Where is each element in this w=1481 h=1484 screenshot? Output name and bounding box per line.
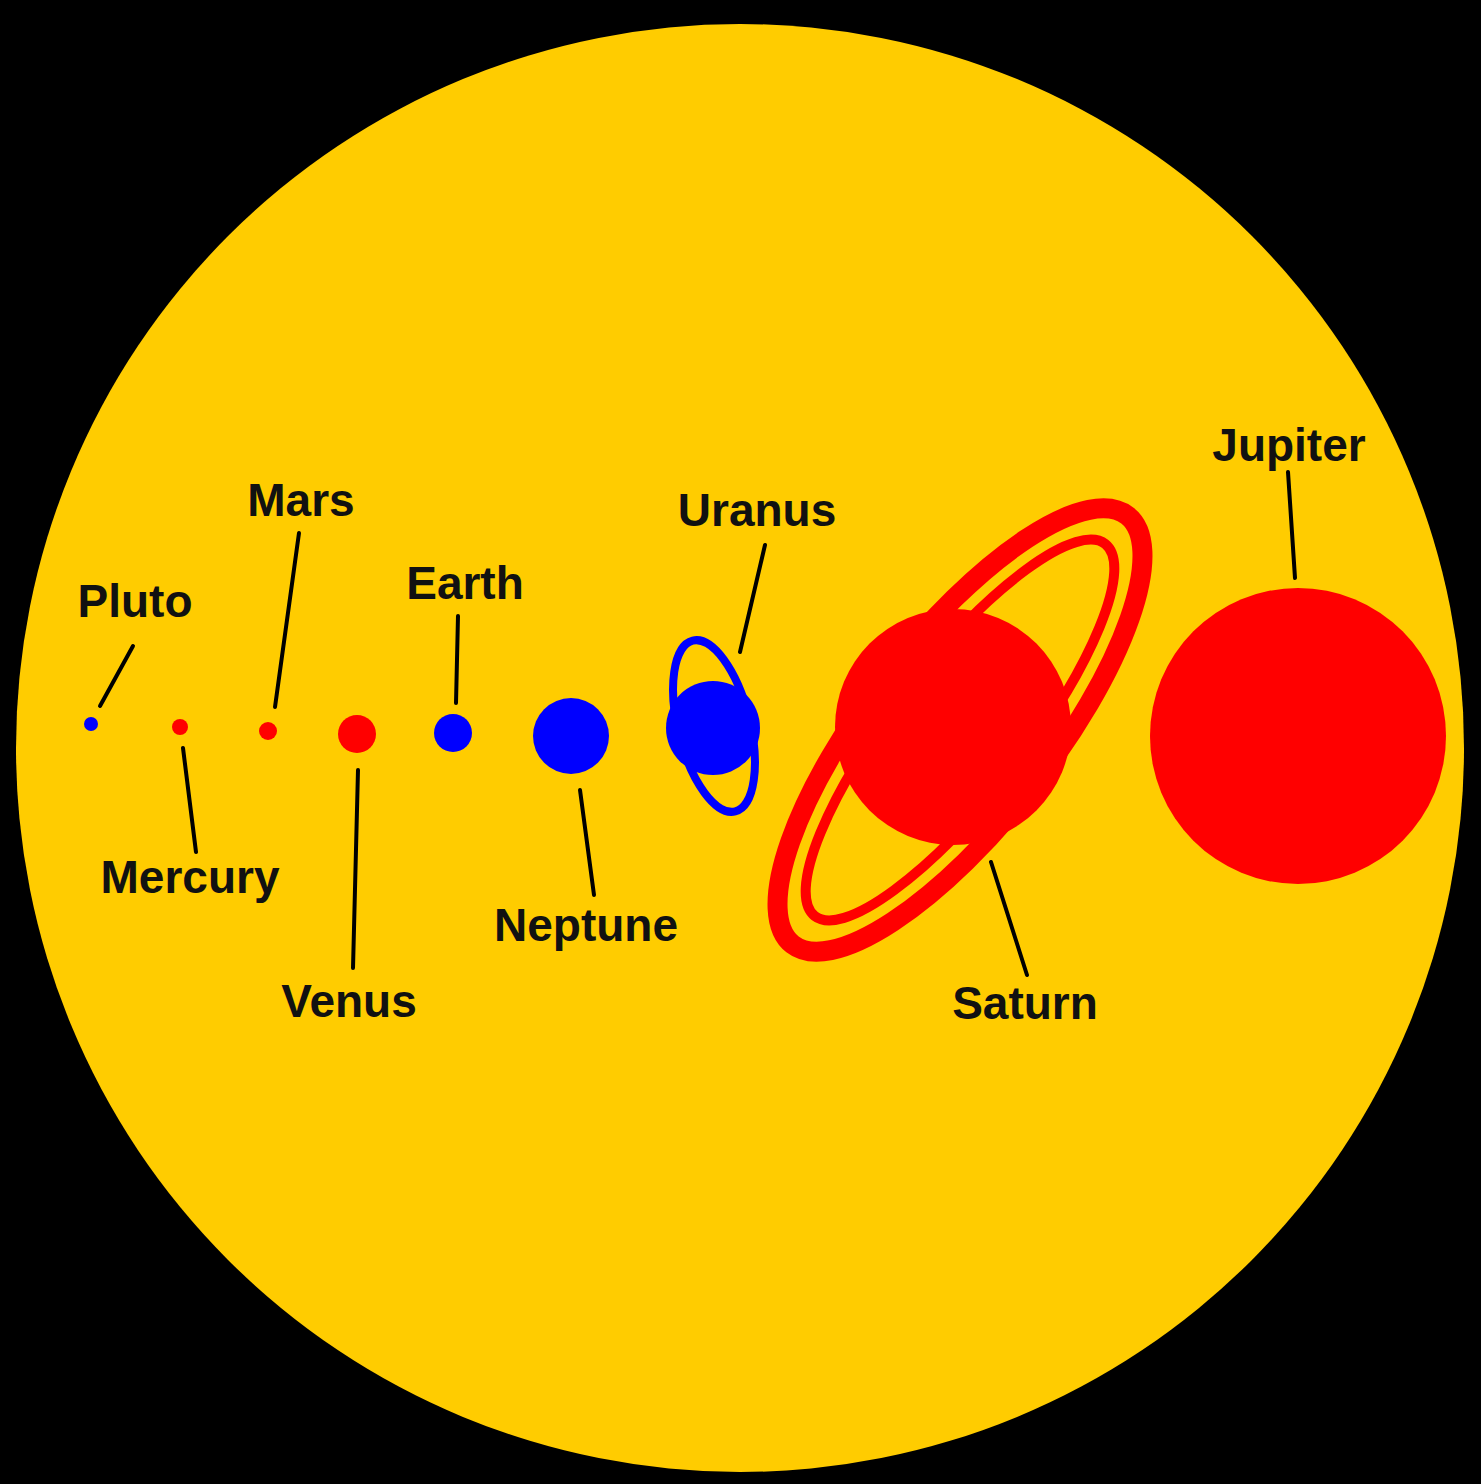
planet-name: Earth <box>406 560 524 606</box>
saturn-outer-ring <box>720 459 1200 1001</box>
mars-planet <box>259 722 277 740</box>
planet-name: Mars <box>247 477 354 523</box>
uranus-ring <box>658 632 770 820</box>
leader-lines <box>100 472 1295 975</box>
planet-name: Pluto <box>78 578 193 624</box>
leader-line <box>740 545 765 652</box>
leader-line <box>456 616 458 703</box>
leader-line <box>183 748 196 852</box>
saturn-inner-ring <box>763 503 1158 956</box>
planet-name: Neptune <box>494 902 678 948</box>
earth-planet <box>434 714 472 752</box>
leader-line <box>991 862 1027 975</box>
leader-line <box>353 770 358 968</box>
planet-name: Mercury <box>101 854 280 900</box>
saturn-rings <box>720 459 1200 1001</box>
neptune-planet <box>533 698 609 774</box>
venus-planet <box>338 715 376 753</box>
planet-name: Uranus <box>678 487 836 533</box>
leader-line <box>580 790 594 895</box>
sun-disc <box>16 24 1464 1472</box>
uranus-planet <box>666 681 760 775</box>
pluto-planet <box>84 717 98 731</box>
saturn-planet <box>835 609 1071 845</box>
planet-name: Jupiter <box>1212 422 1365 468</box>
leader-line <box>1288 472 1295 578</box>
planet-name: Saturn <box>952 980 1098 1026</box>
jupiter-planet <box>1150 588 1446 884</box>
planet-name: Venus <box>281 978 417 1024</box>
leader-line <box>100 646 133 706</box>
leader-line <box>275 533 299 707</box>
mercury-planet <box>172 719 188 735</box>
